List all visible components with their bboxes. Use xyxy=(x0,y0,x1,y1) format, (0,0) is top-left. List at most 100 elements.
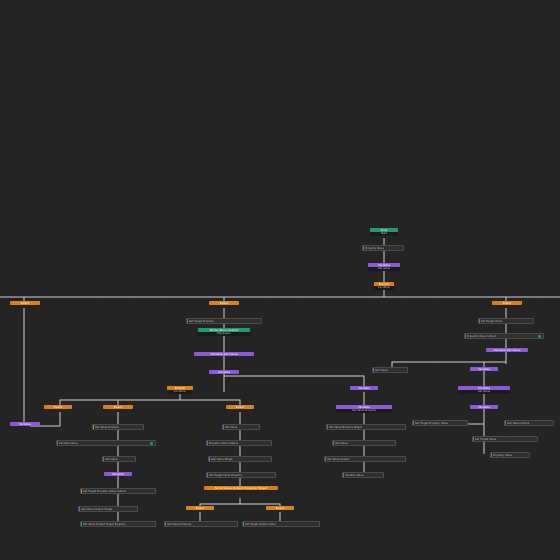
sub-mid-event-b[interactable]: Event xyxy=(266,506,294,510)
grid-dot xyxy=(301,331,303,333)
center-variable-node-2[interactable]: Variable xyxy=(209,370,239,374)
grid-dot xyxy=(403,161,405,163)
grid-dot xyxy=(267,161,269,163)
grid-dot xyxy=(437,161,439,163)
node-title: Variable xyxy=(368,263,400,267)
grid-dot xyxy=(335,331,337,333)
grid-dot xyxy=(131,535,133,537)
grid-dot xyxy=(131,93,133,95)
sub-left-field-4[interactable]: Set Target Property Value Output xyxy=(80,488,156,494)
sub-left-field-3[interactable]: Get Value xyxy=(102,456,136,462)
left-event-node[interactable]: Event xyxy=(10,301,40,305)
grid-dot xyxy=(97,467,99,469)
right-field-3[interactable]: Get Value xyxy=(372,367,408,373)
color-swatch[interactable] xyxy=(150,442,153,445)
sub-left-field-2[interactable]: Variable Value xyxy=(56,440,156,446)
edge xyxy=(59,392,181,408)
sub-mid-field-1[interactable]: Set Value xyxy=(222,424,260,430)
right-variable-node-3[interactable]: Variable Set Value xyxy=(458,386,510,394)
sub-left-field-5[interactable]: Get Value Output Target xyxy=(78,506,138,512)
left-variable-node[interactable]: Variable xyxy=(10,422,40,426)
grid-dot xyxy=(301,501,303,503)
grid-dot xyxy=(471,25,473,27)
grid-dot xyxy=(29,433,31,435)
grid-dot xyxy=(369,127,371,129)
grid-dot xyxy=(403,59,405,61)
center-event-node[interactable]: Event xyxy=(209,301,239,305)
sub-mid-event[interactable]: Event xyxy=(226,405,254,409)
sub-left-event-b[interactable]: Event xyxy=(103,405,133,409)
grid-dot xyxy=(335,59,337,61)
color-swatch[interactable] xyxy=(538,335,541,338)
grid-dot xyxy=(131,161,133,163)
sub-left-field-1[interactable]: Set Value Property xyxy=(92,424,144,430)
right-field-6[interactable]: Set Target Value xyxy=(472,436,538,442)
grid-dot xyxy=(437,263,439,265)
sub-left-event-a[interactable]: Event xyxy=(44,405,72,409)
edge xyxy=(224,375,365,386)
grid-dot xyxy=(301,433,303,435)
sub-left-variable[interactable]: Variable xyxy=(104,472,132,476)
right-field-4[interactable]: Set Target Property Value xyxy=(412,420,468,426)
sub-mid-field-3[interactable]: Get Value Target xyxy=(208,456,272,462)
grid-dot xyxy=(165,263,167,265)
mid-right-variable-2[interactable]: Variable Set Value Property xyxy=(336,405,392,413)
sub-mid-field-5[interactable]: Get Value Property xyxy=(164,521,238,527)
grid-dot xyxy=(165,467,167,469)
right-field-5[interactable]: Get Value Output xyxy=(504,420,554,426)
grid-dot xyxy=(301,25,303,27)
sub-mid-output-node[interactable]: Node Value Output Property Target xyxy=(204,486,278,490)
grid-dot xyxy=(369,467,371,469)
grid-dot xyxy=(335,399,337,401)
right-variable-node-1[interactable]: Variable Set Value xyxy=(486,348,528,352)
right-field-2[interactable]: Property Value Output xyxy=(464,333,544,339)
grid-dot xyxy=(301,59,303,61)
right-variable-node-4[interactable]: Variable xyxy=(470,405,498,409)
center-variable-node[interactable]: Variable Set Value xyxy=(194,352,254,356)
grid-dot xyxy=(97,229,99,231)
sub-left-field-6[interactable]: Set Value Output Target Property xyxy=(80,521,156,527)
mid-right-field-4[interactable]: Variable Value xyxy=(342,472,384,478)
grid-dot xyxy=(165,331,167,333)
right-variable-node-2[interactable]: Variable xyxy=(470,367,498,371)
right-event-node[interactable]: Event xyxy=(492,301,522,305)
sub-mid-field-6[interactable]: Set Target Output Value xyxy=(242,521,320,527)
sub-mid-field-4[interactable]: Set Target Value Property xyxy=(206,472,276,478)
grid-dot xyxy=(233,535,235,537)
grid-dot xyxy=(335,263,337,265)
grid-dot xyxy=(165,195,167,197)
grid-dot xyxy=(471,161,473,163)
sub-mid-event-a[interactable]: Event xyxy=(186,506,214,510)
branch-main-node[interactable]: Branch Condition xyxy=(374,282,394,290)
grid-dot xyxy=(437,433,439,435)
grid-dot xyxy=(437,501,439,503)
mid-right-field-1[interactable]: Set Value Property Target xyxy=(326,424,406,430)
center-output-node[interactable]: Node Value Output Expression xyxy=(198,328,250,336)
center-sub-branch[interactable]: Branch Condition xyxy=(167,386,193,394)
field-label: Variable Value xyxy=(59,442,78,445)
property-field[interactable]: Property Value xyxy=(362,245,404,251)
right-field-7[interactable]: Property Value xyxy=(490,452,530,458)
right-field-1[interactable]: Set Target Value xyxy=(478,318,534,324)
sub-mid-field-2[interactable]: Property Value Output xyxy=(206,440,272,446)
grid-dot xyxy=(403,195,405,197)
mid-right-field-3[interactable]: Set Value Output xyxy=(324,456,406,462)
field-label: Get Value xyxy=(375,369,388,372)
node-title: Variable xyxy=(470,367,498,371)
grid-dot xyxy=(437,467,439,469)
grid-dot xyxy=(505,25,507,27)
grid-dot xyxy=(539,331,541,333)
grid-dot xyxy=(301,365,303,367)
variable-node[interactable]: Variable Set Value xyxy=(368,263,400,271)
grid-dot xyxy=(471,535,473,537)
grid-dot xyxy=(437,59,439,61)
mid-right-variable[interactable]: Variable xyxy=(350,386,378,390)
grid-dot xyxy=(29,535,31,537)
flow-start-node[interactable]: Flow Start xyxy=(370,228,398,236)
mid-right-field-2[interactable]: Get Value xyxy=(332,440,396,446)
center-property-field[interactable]: Set Target Property xyxy=(186,318,262,324)
grid-dot xyxy=(165,297,167,299)
grid-dot xyxy=(505,365,507,367)
field-label: Set Target Property xyxy=(189,320,214,323)
